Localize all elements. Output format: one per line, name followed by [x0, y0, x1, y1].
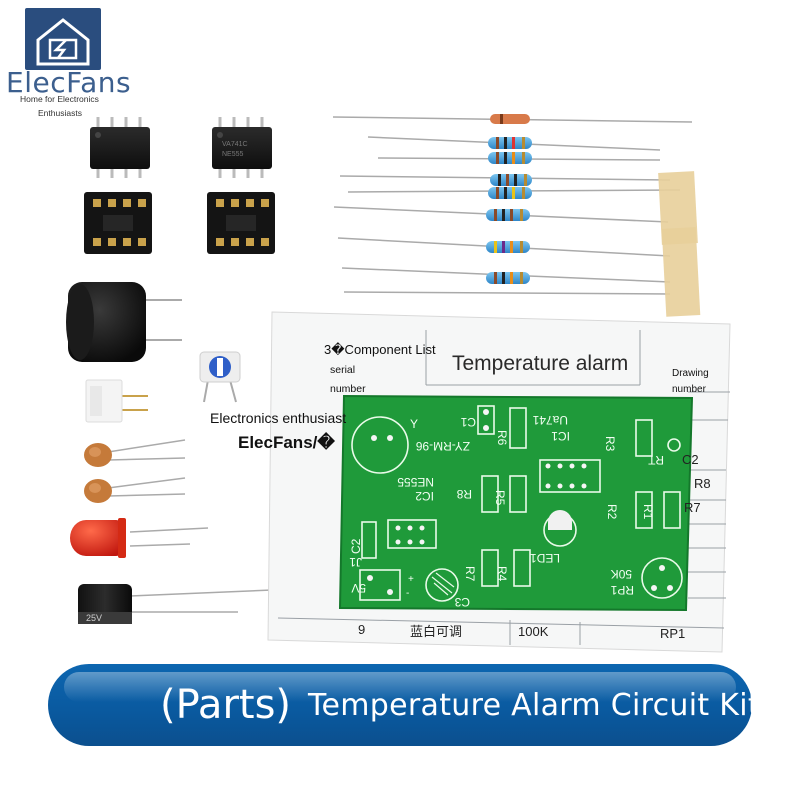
house-lightning-icon [36, 18, 90, 66]
drawing-label: Drawing [672, 368, 709, 379]
silk-ic2: IC2 [415, 489, 434, 503]
logo-tagline-2: Enthusiasts [38, 108, 82, 118]
sheet-bottom-row: 9 蓝白可调 100K RP1 [358, 622, 685, 641]
ic-marking-1: VA741C [222, 141, 248, 148]
banner-title: Temperature Alarm Circuit Kit [308, 688, 760, 723]
logo-name: ElecFans [6, 66, 132, 99]
silk-ne555: NE555 [397, 475, 434, 489]
dip8-socket [207, 192, 275, 254]
silk-r2: R2 [605, 504, 619, 520]
serial-label: serial [330, 364, 356, 376]
silk-5v: 5V [351, 581, 366, 595]
thermistor [332, 114, 693, 124]
silk-r1: R1 [641, 504, 655, 520]
ic-chip-ne555 [212, 117, 272, 178]
ceramic-capacitor [84, 477, 186, 503]
2pin-connector [85, 379, 148, 423]
electrolytic-capacitor [78, 584, 273, 624]
capacitor-marking: 25V [86, 613, 102, 623]
silk-led1: LED1 [530, 551, 560, 565]
silk-r5: R5 [493, 490, 507, 506]
sheet-row-ref: RP1 [660, 626, 685, 641]
silk-plus: + [408, 574, 414, 585]
tape-strips [658, 171, 701, 317]
sheet-label-r8: R8 [694, 476, 711, 491]
pcb-silkscreen-labels: Y ZY-RM-96 C1 R6 Ua741 IC1 R3 RT NE555 I… [349, 413, 664, 609]
silk-c3: C3 [454, 595, 470, 609]
silk-r4: R4 [495, 566, 509, 582]
document-title: Temperature alarm [452, 352, 629, 375]
silk-j1: J1 [349, 555, 362, 569]
silk-ic1: IC1 [551, 429, 570, 443]
sheet-label-c2: C2 [682, 452, 699, 467]
silk-r6: R6 [495, 430, 509, 446]
sheet-row-index: 9 [358, 622, 365, 637]
buzzer [66, 282, 182, 362]
banner-highlight [64, 672, 736, 702]
silk-50k: 50K [611, 567, 632, 581]
serial-number-label: number [330, 383, 366, 395]
trimmer-potentiometer [199, 351, 241, 403]
ceramic-capacitor [84, 439, 186, 467]
pcb-board [338, 394, 694, 612]
red-led [70, 518, 209, 558]
sheet-label-r7: R7 [684, 500, 701, 515]
resistor-strip [333, 136, 681, 295]
drawing-number-label: number [672, 384, 706, 395]
silk-zy-rm-96: ZY-RM-96 [415, 439, 470, 453]
silk-c2: C2 [349, 538, 363, 554]
watermark-text: Electronics enthusiast [210, 410, 347, 426]
sheet-row-desc: 蓝白可调 [410, 624, 462, 639]
ic-marking-2: NE555 [222, 151, 244, 158]
silk-r7: R7 [463, 566, 477, 582]
silk-y: Y [410, 417, 418, 431]
ic-chip-ua741 [90, 117, 150, 178]
silk-c1: C1 [460, 415, 476, 429]
silk-r3: R3 [603, 436, 617, 452]
silk-r8: R8 [456, 487, 472, 501]
title-banner [48, 664, 752, 746]
silk-rt: RT [648, 453, 664, 467]
watermark-brand: ElecFans/� [238, 433, 335, 452]
banner-part-label: (Parts) [160, 682, 292, 728]
dip8-socket [84, 192, 152, 254]
sheet-row-value: 100K [518, 624, 549, 639]
sheet-side-labels: C2 R8 R7 [682, 452, 711, 515]
logo-tagline: Home for Electronics [20, 94, 99, 104]
component-list-label: 3�Component List [324, 342, 436, 357]
silk-ua741: Ua741 [532, 413, 568, 427]
silk-rp1: RP1 [610, 583, 634, 597]
silk-minus: - [406, 588, 409, 599]
